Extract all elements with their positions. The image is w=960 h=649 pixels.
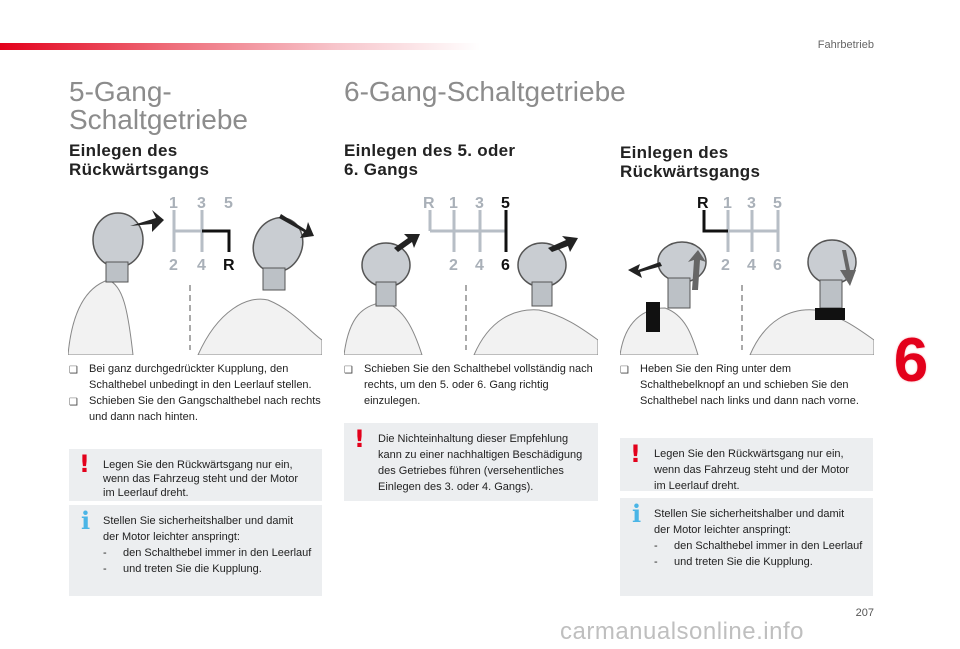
shift-knob-right bbox=[197, 216, 322, 355]
info-box: i Stellen Sie sicherheitshalber und dami… bbox=[620, 498, 873, 596]
info-intro: Stellen Sie sicherheitshalber und damit … bbox=[103, 515, 294, 543]
gear-label-top: 1 bbox=[169, 195, 178, 212]
checkbox-bullet-icon: ❑ bbox=[344, 365, 353, 376]
instructions-col3: ❑ Heben Sie den Ring unter dem Schaltheb… bbox=[620, 361, 872, 409]
bullet-item: ❑ Schieben Sie den Gangschalthebel nach … bbox=[69, 393, 321, 425]
warning-box: ! Legen Sie den Rückwärtsgang nur ein, w… bbox=[69, 449, 322, 501]
title-6-gang: 6-Gang-Schaltgetriebe bbox=[344, 76, 626, 107]
info-icon: i bbox=[81, 506, 91, 535]
exclamation-icon: ! bbox=[630, 440, 641, 468]
gear-illustration-6-reverse: R 1 3 5 2 4 6 bbox=[620, 195, 874, 355]
gear-label-top: R bbox=[697, 195, 709, 212]
heading-gear-5-6: Einlegen des 5. oder 6. Gangs bbox=[344, 141, 515, 179]
warning-text: Legen Sie den Rückwärtsgang nur ein, wen… bbox=[654, 448, 850, 492]
gear-label-top: 1 bbox=[723, 195, 732, 212]
info-item: -und treten Sie die Kupplung. bbox=[103, 563, 262, 575]
info-item: -den Schalthebel immer in den Leerlauf bbox=[103, 547, 312, 559]
bullet-item: ❑ Schieben Sie den Schalthebel vollständ… bbox=[344, 361, 600, 409]
warning-box: ! Legen Sie den Rückwärtsgang nur ein, w… bbox=[620, 438, 873, 492]
shift-knob-left bbox=[68, 212, 144, 355]
heading-line: 6. Gangs bbox=[344, 160, 419, 179]
gear-illustration-5-6: R 1 3 5 2 4 6 bbox=[344, 195, 598, 355]
arrow-icon bbox=[840, 250, 856, 286]
instructions-col2: ❑ Schieben Sie den Schalthebel vollständ… bbox=[344, 361, 600, 409]
gear-label-top: 1 bbox=[449, 195, 458, 212]
warning-text: Legen Sie den Rückwärtsgang nur ein, wen… bbox=[103, 459, 299, 499]
gear-label-bottom: 4 bbox=[475, 257, 484, 274]
info-intro: Stellen Sie sicherheitshalber und damit … bbox=[654, 508, 845, 536]
gear-label-top: 3 bbox=[475, 195, 484, 212]
shift-pattern bbox=[726, 210, 780, 252]
heading-line: Rückwärtsgangs bbox=[620, 162, 761, 181]
title-5-gang: 5-Gang- Schaltgetriebe bbox=[69, 78, 248, 134]
bullet-text: Schieben Sie den Schalthebel vollständig… bbox=[364, 363, 593, 407]
bullet-text: Heben Sie den Ring unter dem Schalthebel… bbox=[640, 363, 859, 407]
bullet-text: Schieben Sie den Gangschalthebel nach re… bbox=[89, 395, 321, 423]
gear-label-bottom: 6 bbox=[501, 257, 510, 274]
gear-illustration-5-reverse: 1 3 5 2 4 R bbox=[68, 195, 322, 355]
title-line: Schaltgetriebe bbox=[69, 104, 249, 135]
gear-label-top: 3 bbox=[747, 195, 756, 212]
gear-label-bottom: R bbox=[223, 257, 235, 274]
heading-line: Rückwärtsgangs bbox=[69, 160, 210, 179]
exclamation-icon: ! bbox=[354, 425, 365, 453]
bullet-item: ❑ Heben Sie den Ring unter dem Schaltheb… bbox=[620, 361, 872, 409]
header-accent-bar bbox=[0, 43, 480, 50]
arrow-icon bbox=[279, 214, 314, 238]
info-item: -den Schalthebel immer in den Leerlauf bbox=[654, 540, 863, 552]
heading-line: Einlegen des 5. oder bbox=[344, 141, 516, 160]
shift-pattern bbox=[172, 210, 204, 252]
arrow-icon bbox=[130, 210, 164, 232]
gear-label-top: 3 bbox=[197, 195, 206, 212]
gear-label-top: 5 bbox=[224, 195, 233, 212]
gear-label-bottom: 2 bbox=[449, 257, 458, 274]
reverse-path bbox=[702, 210, 728, 233]
gear-label-top: 5 bbox=[773, 195, 782, 212]
shift-knob-right bbox=[473, 242, 598, 355]
shift-pattern bbox=[428, 210, 506, 252]
checkbox-bullet-icon: ❑ bbox=[620, 365, 629, 376]
gear-label-bottom: 6 bbox=[773, 257, 782, 274]
arrow-icon bbox=[628, 262, 662, 278]
instructions-col1: ❑ Bei ganz durchgedrückter Kupplung, den… bbox=[69, 361, 321, 425]
page-number: 207 bbox=[855, 607, 874, 619]
info-item: -und treten Sie die Kupplung. bbox=[654, 556, 813, 568]
checkbox-bullet-icon: ❑ bbox=[69, 397, 78, 408]
shift-knob-left bbox=[344, 242, 423, 355]
arrow-icon bbox=[548, 236, 578, 252]
heading-line: Einlegen des bbox=[620, 143, 729, 162]
gear-label-bottom: 4 bbox=[197, 257, 206, 274]
gear-label-top: 5 bbox=[501, 195, 510, 212]
heading-reverse-6: Einlegen des Rückwärtsgangs bbox=[620, 143, 760, 181]
gear-label-bottom: 4 bbox=[747, 257, 756, 274]
watermark: carmanualsonline.info bbox=[560, 618, 804, 645]
chapter-number: 6 bbox=[893, 326, 929, 395]
shift-knob-right bbox=[749, 239, 874, 355]
heading-reverse-5: Einlegen des Rückwärtsgangs bbox=[69, 141, 209, 179]
section-title: Fahrbetrieb bbox=[817, 39, 874, 51]
title-line: 5-Gang- bbox=[69, 76, 172, 107]
heading-line: Einlegen des bbox=[69, 141, 178, 160]
warning-text: Die Nichteinhaltung dieser Empfehlung ka… bbox=[378, 433, 583, 493]
arrow-icon bbox=[394, 234, 420, 252]
gear-label-top: R bbox=[423, 195, 435, 212]
checkbox-bullet-icon: ❑ bbox=[69, 365, 78, 376]
reverse-path bbox=[202, 229, 231, 252]
bullet-item: ❑ Bei ganz durchgedrückter Kupplung, den… bbox=[69, 361, 321, 393]
gear-label-bottom: 2 bbox=[169, 257, 178, 274]
exclamation-icon: ! bbox=[79, 450, 90, 478]
arrow-icon bbox=[688, 250, 706, 290]
info-icon: i bbox=[632, 499, 642, 528]
bullet-text: Bei ganz durchgedrückter Kupplung, den S… bbox=[89, 363, 312, 391]
gear-label-bottom: 2 bbox=[721, 257, 730, 274]
info-box: i Stellen Sie sicherheitshalber und dami… bbox=[69, 505, 322, 596]
warning-box: ! Die Nichteinhaltung dieser Empfehlung … bbox=[344, 423, 598, 501]
